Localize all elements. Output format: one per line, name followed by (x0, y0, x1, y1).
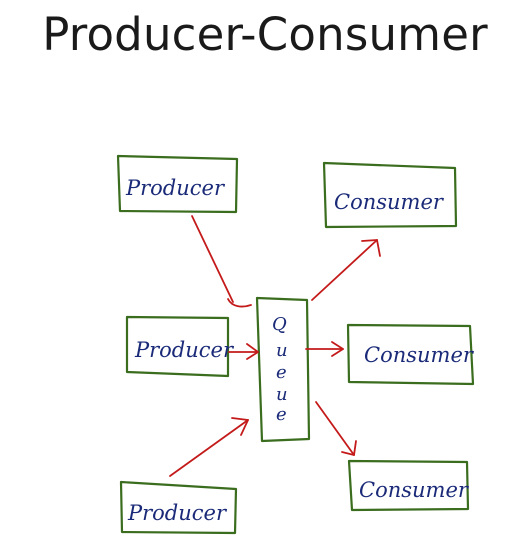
producer-box-1: Producer (116, 154, 239, 214)
producer-label-3: Producer (127, 501, 228, 525)
page-title: Producer-Consumer (42, 8, 488, 61)
arrow-producer1-to-queue (191, 215, 252, 308)
producer-box-3: Producer (119, 480, 238, 535)
producer-label-1: Producer (125, 176, 226, 200)
queue-letter-3: e (276, 362, 287, 383)
producer-label-2: Producer (134, 338, 235, 362)
queue-letter-2: u (276, 340, 288, 361)
producer-box-2: Producer (125, 315, 235, 378)
queue-letter-5: e (276, 404, 287, 425)
queue-box: Q u e u e (255, 296, 311, 443)
consumer-box-2: Consumer (346, 323, 475, 386)
consumer-label-1: Consumer (334, 190, 445, 214)
arrow-queue-to-consumer1 (311, 239, 381, 301)
consumer-box-3: Consumer (347, 459, 470, 512)
consumer-box-1: Consumer (322, 161, 458, 229)
queue-letter-1: Q (272, 314, 287, 335)
consumer-label-2: Consumer (364, 343, 475, 367)
arrow-queue-to-consumer3 (315, 401, 357, 456)
arrow-producer3-to-queue (169, 417, 249, 477)
consumer-label-3: Consumer (359, 478, 470, 502)
arrow-queue-to-consumer2 (305, 341, 344, 357)
queue-letter-4: u (276, 384, 288, 405)
arrow-producer2-to-queue (228, 343, 259, 360)
